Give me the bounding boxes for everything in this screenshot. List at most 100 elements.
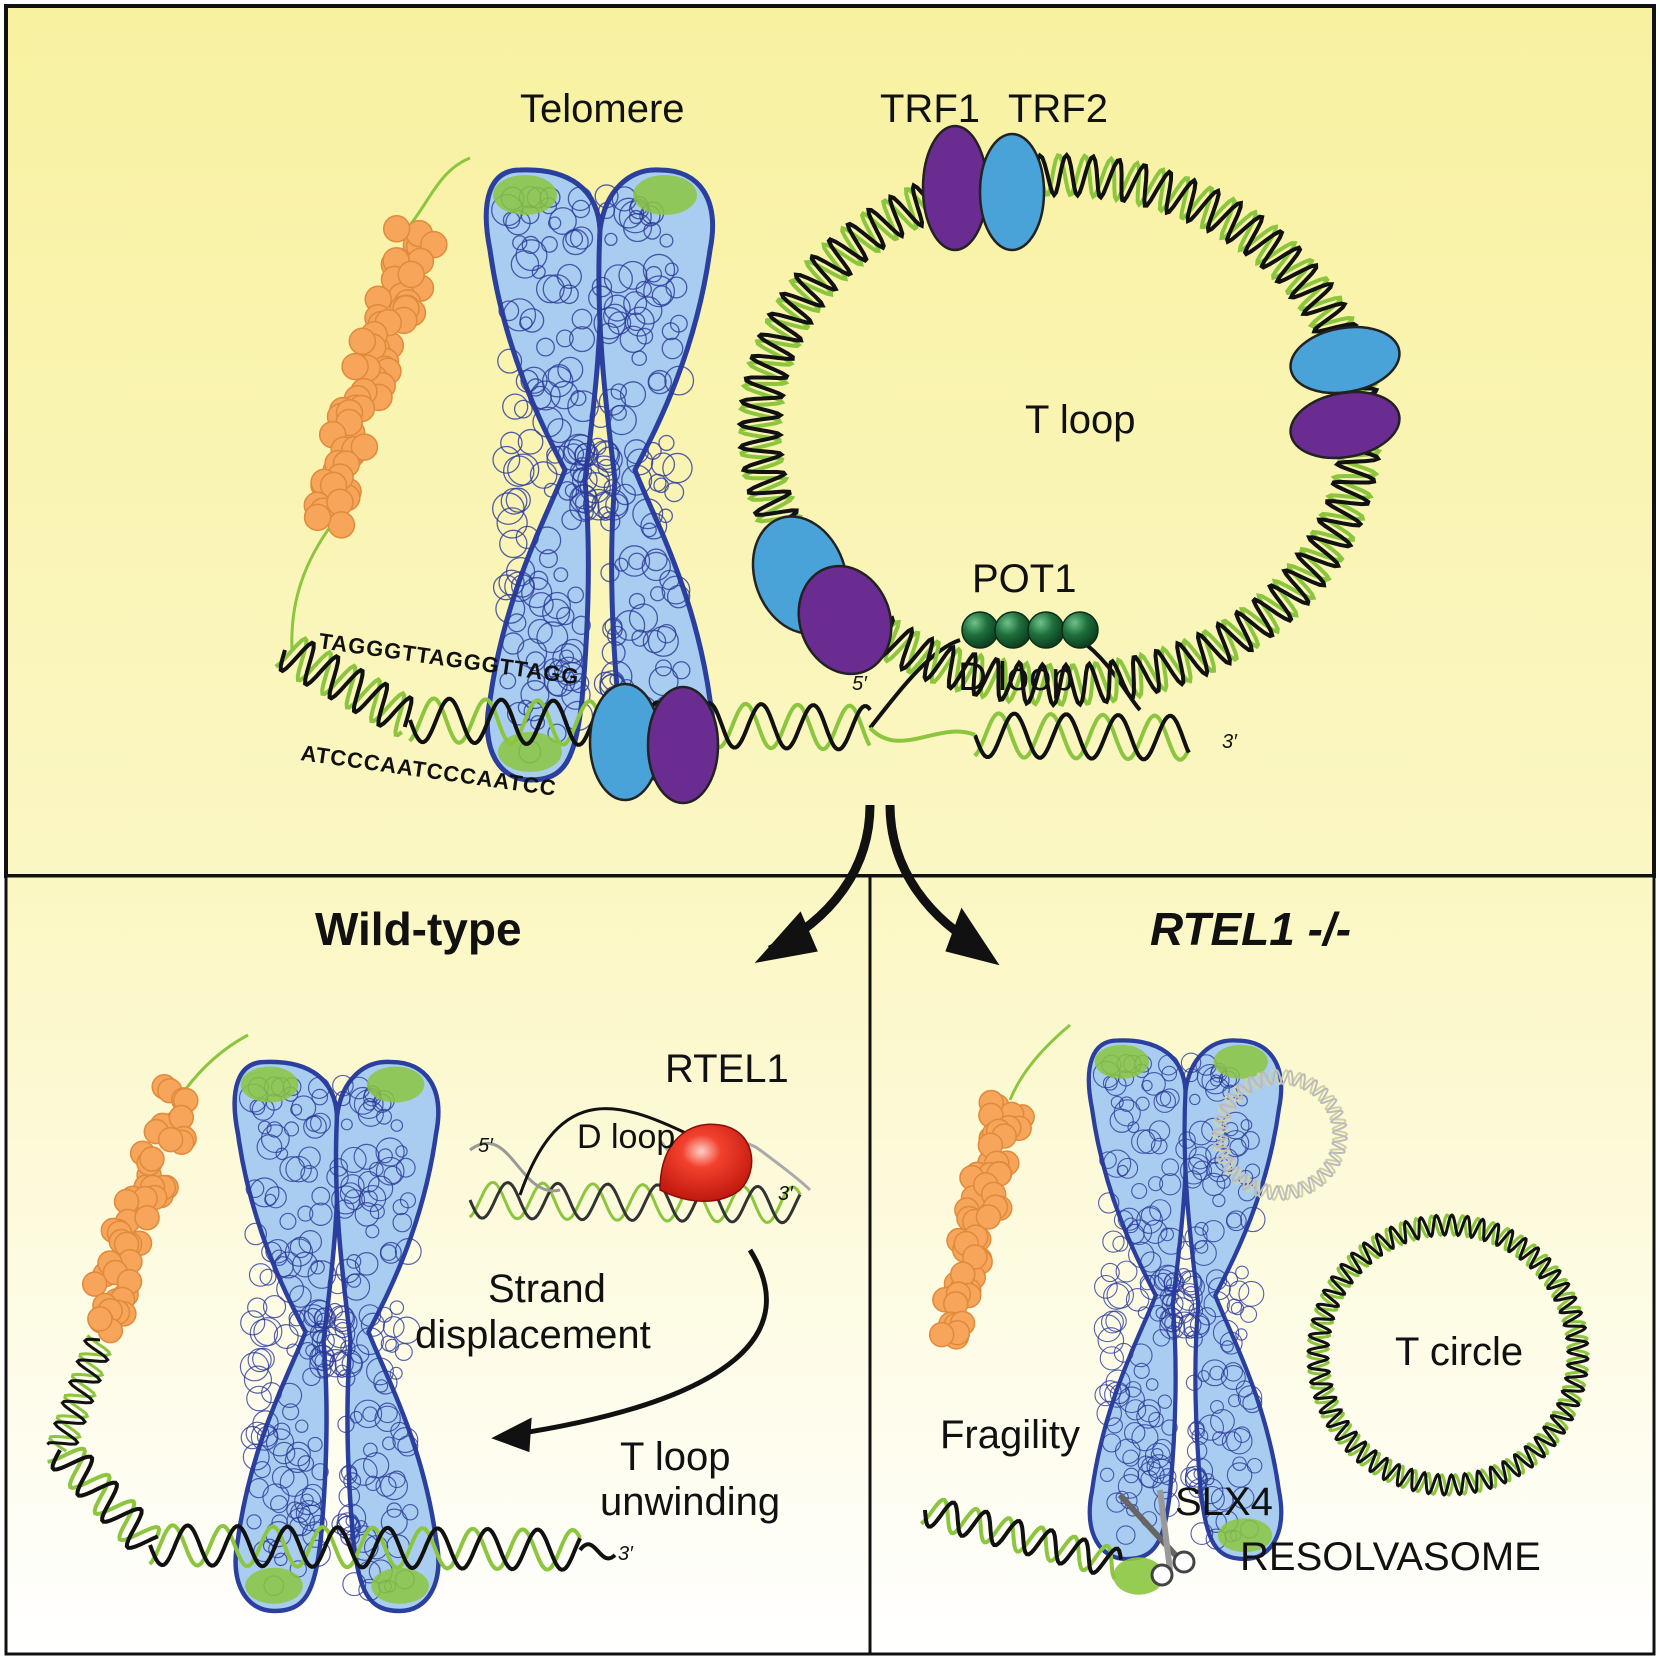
- chromatin-loop: [1146, 1454, 1172, 1479]
- dloop-label: D loop: [958, 655, 1074, 699]
- chromatin-loop: [1152, 1329, 1171, 1347]
- wt-duplex-linear-black: [148, 1523, 582, 1572]
- chromatin-loop: [346, 1254, 362, 1269]
- chromatin-loop: [556, 263, 582, 289]
- chromatin-loop: [1131, 1424, 1159, 1452]
- chromatin-loop: [561, 509, 582, 531]
- tcircle-label: T circle: [1395, 1330, 1523, 1374]
- chromatin-loop: [1102, 1230, 1125, 1253]
- chromatin-loop: [297, 1504, 325, 1532]
- telomere-cap: [1213, 1044, 1268, 1079]
- chromatin-loop: [1176, 1268, 1192, 1284]
- chromatin-loop: [1210, 1399, 1224, 1414]
- ko-fiber-thread: [1008, 1023, 1071, 1101]
- chromatin-loop: [326, 1165, 349, 1189]
- ko-faint-circle-green: [1212, 1069, 1348, 1201]
- chromatin-loop: [307, 1436, 323, 1453]
- chromatin-loop: [240, 1310, 266, 1336]
- chromatin-loop: [1184, 1465, 1207, 1488]
- chromatin-loop: [262, 1295, 287, 1319]
- chromatin-loop: [510, 250, 540, 279]
- unwind-label-1: T loop: [620, 1435, 730, 1479]
- chromatin-loop: [367, 1175, 394, 1202]
- arrow-right-head: [945, 907, 1000, 966]
- chromatin-loop: [541, 236, 558, 253]
- chromatin-loop: [386, 1502, 402, 1518]
- chromatin-loop: [528, 592, 554, 617]
- chromatin-loop: [394, 1238, 422, 1265]
- pot1-subunit: [1027, 611, 1065, 649]
- chromatin-loop: [603, 264, 633, 294]
- chromatin-loop: [529, 461, 558, 489]
- chromatin-loop: [542, 598, 571, 627]
- chromatin-loop: [1242, 1393, 1263, 1414]
- chromatin-loop: [1110, 1095, 1124, 1109]
- chromatin-loop: [1122, 1449, 1140, 1467]
- chromatin-loop: [1094, 1274, 1118, 1299]
- chromatin-loop: [659, 233, 674, 248]
- chromatin-loop: [1187, 1421, 1205, 1440]
- chromatin-loop: [382, 1436, 396, 1451]
- wt-nucleosome-fiber: [81, 1073, 199, 1344]
- strand-label-2: displacement: [415, 1313, 651, 1357]
- telomere-cap: [1217, 1518, 1273, 1553]
- chromatin-loop: [334, 1349, 363, 1378]
- chromatin-loop: [633, 296, 663, 325]
- chromatin-loop: [349, 1458, 378, 1486]
- chromatin-loop: [555, 329, 574, 348]
- chromatin-loop: [618, 545, 651, 577]
- wt-dloop-label: D loop: [577, 1118, 675, 1156]
- chromatin-loop: [504, 571, 535, 602]
- chromatin-loop: [1233, 1426, 1251, 1443]
- chromatin-loop: [642, 522, 657, 538]
- chromatin-loop: [519, 308, 545, 333]
- wt-duplex-curve-black: [46, 1337, 110, 1446]
- chromatin-loop: [1118, 1096, 1135, 1112]
- chromatin-loop: [531, 264, 546, 280]
- chromatin-loop: [1190, 1522, 1214, 1546]
- chromatin-loop: [650, 586, 666, 602]
- chromatin-loop: [380, 1472, 409, 1501]
- chromatin-loop: [1220, 1365, 1246, 1390]
- five-prime-label: 5′: [852, 673, 868, 695]
- chromatin-loop: [1149, 1269, 1177, 1297]
- top-duplex-lead-black: [278, 640, 414, 728]
- chromatin-loop: [577, 448, 595, 466]
- chromatin-loop: [1103, 1283, 1130, 1310]
- chromatin-loop: [597, 489, 629, 521]
- chromatin-loop: [521, 577, 553, 609]
- wt-inset-duplex-black: [468, 1181, 802, 1225]
- chromatin-loop: [272, 1441, 296, 1465]
- telomere-cap: [366, 1066, 425, 1103]
- chromatin-loop: [502, 298, 537, 332]
- chromatin-loop: [1221, 1340, 1234, 1353]
- chromatin-loop: [1112, 1235, 1129, 1252]
- chromatin-loop: [259, 1268, 277, 1286]
- chromatin-loop: [492, 574, 519, 601]
- telomere-cap: [1094, 1044, 1149, 1079]
- chromatin-loop: [598, 506, 613, 521]
- chromatin-loop: [664, 262, 679, 277]
- chromatin-loop: [298, 1146, 321, 1170]
- chromatin-loop: [1115, 1490, 1129, 1504]
- chromatin-loop: [342, 1572, 367, 1597]
- chromatin-loop: [295, 1419, 309, 1433]
- chromatin-loop: [335, 1199, 355, 1219]
- chromatin-loop: [604, 232, 618, 247]
- chromatin-loop: [340, 1146, 367, 1174]
- chromatin-loop: [577, 463, 611, 497]
- chromatin-loop: [598, 388, 626, 416]
- chromatin-loop: [321, 1348, 351, 1378]
- scissor-handle-1: [1172, 1550, 1196, 1574]
- wt-chromosome: [232, 1059, 441, 1614]
- chromatin-loop: [569, 673, 590, 694]
- chromatin-loop: [283, 1121, 300, 1137]
- chromatin-loop: [656, 623, 677, 644]
- chromatin-loop: [1221, 1111, 1250, 1140]
- chromatin-loop: [527, 618, 553, 645]
- chromatin-loop: [375, 1156, 405, 1186]
- chromatin-loop: [309, 1322, 330, 1343]
- ko-nucleosome-fiber: [928, 1089, 1035, 1350]
- chromatin-loop: [655, 659, 673, 677]
